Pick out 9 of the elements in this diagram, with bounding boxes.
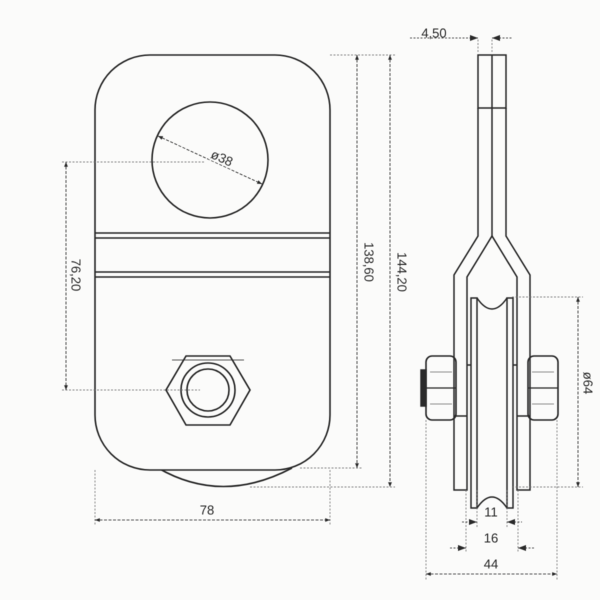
dimension-value: 16 [482,532,500,544]
dimension-value: 76,20 [70,258,82,292]
dimension-value: 138,60 [362,241,376,283]
dimension-value: ø64 [582,370,594,396]
dimension-value: 44 [482,558,500,570]
dimension-value: 11 [483,506,499,518]
dimension-value: 144,20 [396,251,408,293]
dimension-value: 4,50 [420,26,448,40]
dimension-value: 78 [198,504,216,516]
